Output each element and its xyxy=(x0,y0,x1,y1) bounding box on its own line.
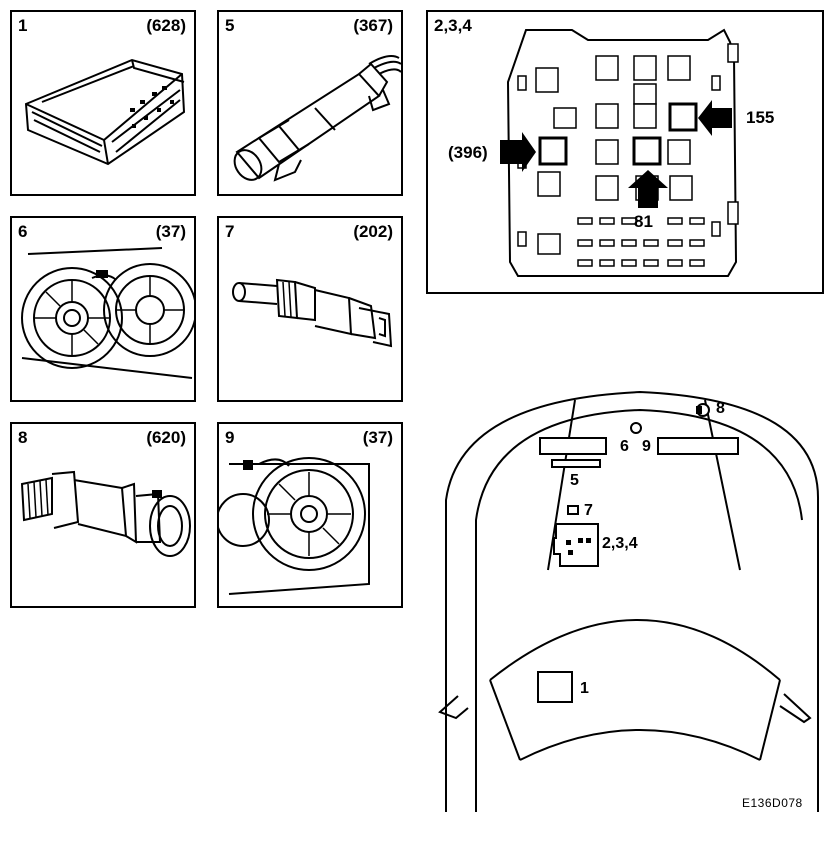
panel-cooling-fan: 9 (37) xyxy=(217,422,403,608)
panel-number: 8 xyxy=(18,428,28,447)
label-7: 7 xyxy=(584,502,593,519)
label-9: 9 xyxy=(642,438,651,455)
label-2-3-4: 2,3,4 xyxy=(602,535,638,552)
fusebox-callout-left: (396) xyxy=(448,143,488,162)
label-5: 5 xyxy=(570,472,579,489)
label-6: 6 xyxy=(620,438,629,455)
panel-reference: (367) xyxy=(353,16,393,35)
cylindrical-sensor-illustration xyxy=(233,55,401,182)
panel-number: 7 xyxy=(225,222,235,241)
control-module-illustration xyxy=(24,58,186,166)
temperature-sensor-illustration xyxy=(232,278,393,348)
panel-number: 6 xyxy=(18,222,28,241)
fusebox-callout-bottom: 81 xyxy=(634,212,653,231)
panel-control-module: 1 (628) xyxy=(10,10,196,196)
panel-fusebox: 2,3,4 xyxy=(426,10,824,294)
cooling-fan-illustration xyxy=(219,457,370,595)
panel-reference: (37) xyxy=(362,428,393,447)
panel-reference: (620) xyxy=(146,428,186,447)
panel-twin-cooling-fan: 6 (37) xyxy=(10,216,196,402)
fusebox-callout-right: 155 xyxy=(746,108,775,127)
arrow-icon xyxy=(500,100,732,208)
figure-code: E136D078 xyxy=(742,796,803,810)
panel-number: 2,3,4 xyxy=(434,16,472,35)
panel-cylindrical-sensor: 5 (367) xyxy=(217,10,403,196)
fusebox-illustration xyxy=(500,28,739,277)
panel-pressure-switch: 8 (620) xyxy=(10,422,196,608)
twin-cooling-fan-illustration xyxy=(21,247,194,379)
panel-temperature-sensor: 7 (202) xyxy=(217,216,403,402)
panel-number: 5 xyxy=(225,16,235,35)
panel-number: 9 xyxy=(225,428,235,447)
pressure-switch-illustration xyxy=(20,470,191,557)
panel-reference: (37) xyxy=(155,222,186,241)
label-8: 8 xyxy=(716,400,725,417)
panel-reference: (202) xyxy=(353,222,393,241)
panel-number: 1 xyxy=(18,16,28,35)
label-1: 1 xyxy=(580,680,589,697)
panel-reference: (628) xyxy=(146,16,186,35)
